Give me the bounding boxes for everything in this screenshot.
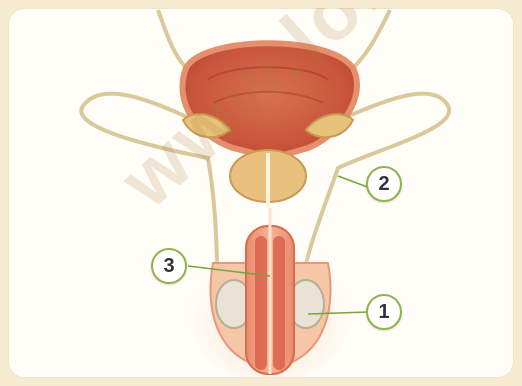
bladder: [183, 43, 357, 158]
reproductive-system-illustration: [8, 8, 514, 378]
callout-label-1: 1: [366, 294, 402, 330]
left-ureter: [158, 10, 186, 68]
callout-label-2: 2: [366, 166, 402, 202]
figure-panel: www.loigiaihay.com 1 2 3: [8, 8, 514, 378]
right-ureter: [353, 10, 390, 68]
callout-label-3: 3: [151, 248, 187, 284]
